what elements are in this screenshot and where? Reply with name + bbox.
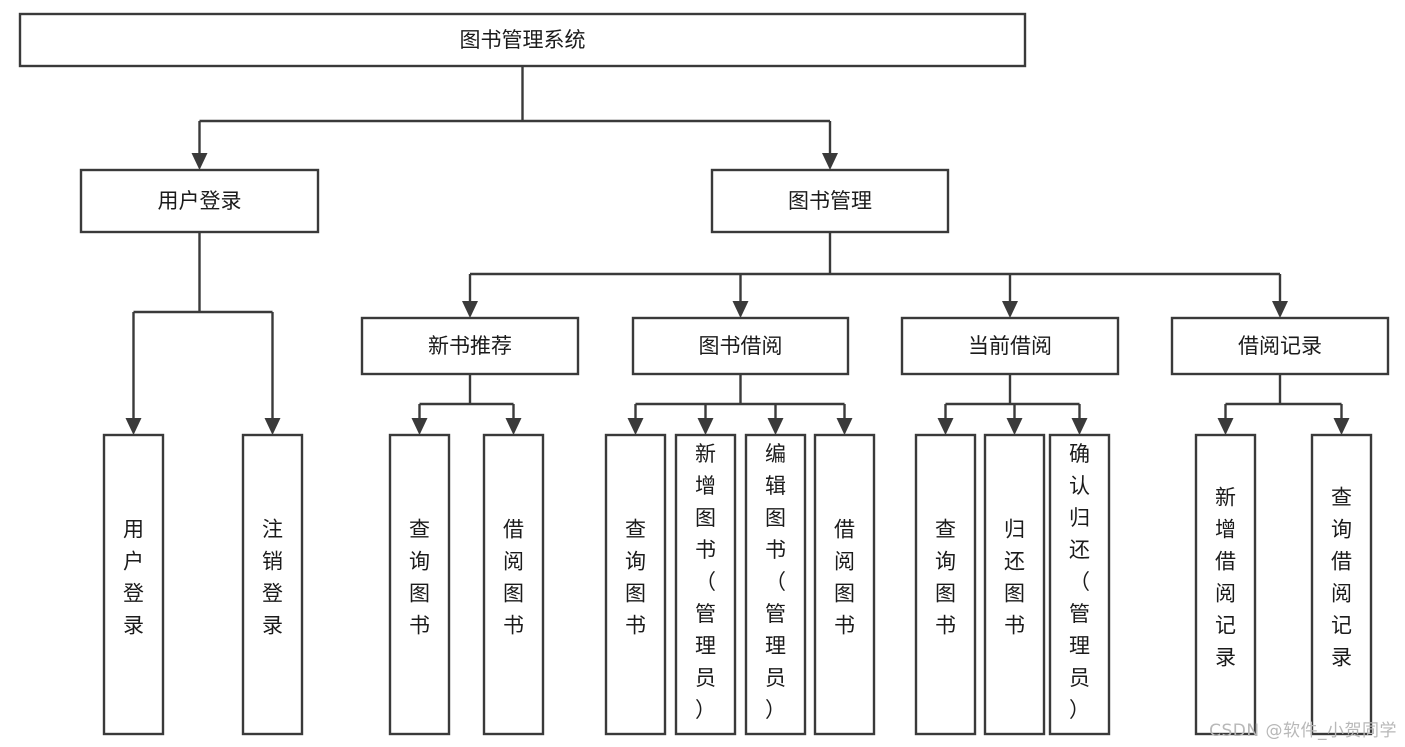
- node-box[interactable]: [900, 316, 1120, 376]
- node-label: 图书借阅: [699, 334, 783, 358]
- node-label: 用户登录: [123, 518, 144, 638]
- node-box[interactable]: [744, 433, 807, 736]
- node-box[interactable]: [631, 316, 850, 376]
- node-label: 图书管理: [788, 189, 872, 213]
- node-leaf-add-record[interactable]: 新增借阅记录: [1194, 433, 1257, 736]
- nodes-layer: 图书管理系统用户登录图书管理新书推荐图书借阅当前借阅借阅记录用户登录注销登录查询…: [18, 12, 1390, 736]
- arrow-head-icon: [1272, 301, 1288, 318]
- node-box[interactable]: [1170, 316, 1390, 376]
- node-leaf-add-book[interactable]: 新增图书（管理员）: [674, 433, 737, 736]
- arrow-head-icon: [627, 418, 644, 435]
- arrow-head-icon: [767, 418, 784, 435]
- node-label: 查询借阅记录: [1331, 486, 1352, 670]
- node-label: 借阅图书: [834, 518, 855, 638]
- edge-group-book-borrow: [627, 374, 853, 435]
- node-label: 查询图书: [409, 518, 430, 638]
- arrow-head-icon: [125, 418, 142, 435]
- node-label: 归还图书: [1004, 518, 1025, 638]
- node-box[interactable]: [813, 433, 876, 736]
- edges-layer: [125, 66, 1350, 435]
- node-leaf-query-record[interactable]: 查询借阅记录: [1310, 433, 1373, 736]
- node-box[interactable]: [1310, 433, 1373, 736]
- node-box[interactable]: [710, 168, 950, 234]
- node-label: 新增图书（管理员）: [695, 442, 716, 722]
- arrow-head-icon: [1333, 418, 1350, 435]
- edge-group-borrow-record: [1217, 374, 1350, 435]
- node-leaf-query-book[interactable]: 查询图书: [604, 433, 667, 736]
- edge-group-user-login: [125, 232, 281, 435]
- node-box[interactable]: [983, 433, 1046, 736]
- node-book-manage[interactable]: 图书管理: [710, 168, 950, 234]
- node-new-book-rec[interactable]: 新书推荐: [360, 316, 580, 376]
- arrow-head-icon: [822, 153, 838, 170]
- node-leaf-query-book-rec[interactable]: 查询图书: [388, 433, 451, 736]
- node-leaf-return-book[interactable]: 归还图书: [983, 433, 1046, 736]
- node-label: 确认归还（管理员）: [1069, 442, 1090, 722]
- node-user-login[interactable]: 用户登录: [79, 168, 320, 234]
- arrow-head-icon: [462, 301, 478, 318]
- arrow-head-icon: [1217, 418, 1234, 435]
- node-box[interactable]: [604, 433, 667, 736]
- node-leaf-borrow-book[interactable]: 借阅图书: [813, 433, 876, 736]
- node-label: 编辑图书（管理员）: [765, 442, 786, 722]
- node-label: 借阅图书: [503, 518, 524, 638]
- arrow-head-icon: [697, 418, 714, 435]
- node-box[interactable]: [482, 433, 545, 736]
- arrow-head-icon: [1006, 418, 1023, 435]
- arrow-head-icon: [732, 301, 749, 318]
- watermark-label: CSDN @软件_小贺同学: [1209, 721, 1397, 741]
- edge-group-new-book-rec: [411, 374, 522, 435]
- arrow-head-icon: [191, 153, 208, 170]
- arrow-head-icon: [411, 418, 428, 435]
- node-box[interactable]: [1194, 433, 1257, 736]
- node-book-borrow[interactable]: 图书借阅: [631, 316, 850, 376]
- node-leaf-logout[interactable]: 注销登录: [241, 433, 304, 736]
- node-box[interactable]: [388, 433, 451, 736]
- arrow-head-icon: [836, 418, 853, 435]
- node-leaf-edit-book[interactable]: 编辑图书（管理员）: [744, 433, 807, 736]
- node-leaf-user-login[interactable]: 用户登录: [102, 433, 165, 736]
- edge-group-current-borrow: [937, 374, 1088, 435]
- node-box[interactable]: [360, 316, 580, 376]
- node-label: 新书推荐: [428, 334, 512, 358]
- node-label: 注销登录: [262, 518, 283, 638]
- arrow-head-icon: [1071, 418, 1088, 435]
- node-label: 新增借阅记录: [1215, 486, 1236, 670]
- node-box[interactable]: [674, 433, 737, 736]
- node-box[interactable]: [914, 433, 977, 736]
- arrow-head-icon: [937, 418, 954, 435]
- node-box[interactable]: [1048, 433, 1111, 736]
- node-box[interactable]: [79, 168, 320, 234]
- node-leaf-query-book-cur[interactable]: 查询图书: [914, 433, 977, 736]
- node-label: 用户登录: [158, 189, 242, 213]
- arrow-head-icon: [1002, 301, 1018, 318]
- node-leaf-confirm-return[interactable]: 确认归还（管理员）: [1048, 433, 1111, 736]
- node-label: 当前借阅: [968, 334, 1052, 358]
- node-box[interactable]: [102, 433, 165, 736]
- arrow-head-icon: [264, 418, 281, 435]
- arrow-head-icon: [505, 418, 522, 435]
- node-label: 图书管理系统: [460, 28, 586, 52]
- node-label: 查询图书: [935, 518, 956, 638]
- node-box[interactable]: [241, 433, 304, 736]
- node-root[interactable]: 图书管理系统: [18, 12, 1027, 68]
- node-borrow-record[interactable]: 借阅记录: [1170, 316, 1390, 376]
- node-label: 查询图书: [625, 518, 646, 638]
- edge-group-book-manage: [462, 232, 1288, 318]
- node-box[interactable]: [18, 12, 1027, 68]
- node-leaf-borrow-book-rec[interactable]: 借阅图书: [482, 433, 545, 736]
- node-label: 借阅记录: [1238, 334, 1322, 358]
- edge-group-root: [191, 66, 838, 170]
- node-current-borrow[interactable]: 当前借阅: [900, 316, 1120, 376]
